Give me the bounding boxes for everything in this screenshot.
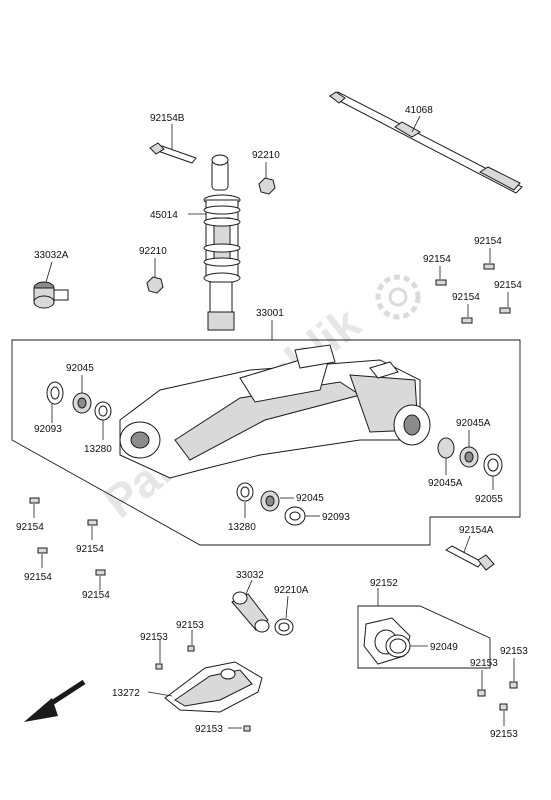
label-92210-mid: 92210 — [139, 246, 167, 257]
label-13272: 13272 — [112, 688, 140, 699]
leader-92154A — [463, 535, 471, 553]
swingarm — [119, 344, 431, 479]
axle-shaft — [328, 91, 523, 194]
bushing-33032A — [33, 281, 69, 309]
label-92045A-top: 92045A — [456, 418, 491, 429]
leader-41068 — [411, 115, 421, 133]
label-92154-l1: 92154 — [16, 522, 44, 533]
leader-33032 — [245, 579, 253, 595]
label-92045-left: 92045 — [66, 363, 94, 374]
bearing-92045A-right1 — [437, 437, 455, 459]
label-45014: 45014 — [150, 210, 178, 221]
label-92055: 92055 — [475, 494, 503, 505]
shock-absorber — [203, 154, 241, 331]
label-92154B: 92154B — [150, 113, 185, 124]
label-13280-left: 13280 — [84, 444, 112, 455]
label-92153-c: 92153 — [195, 724, 223, 735]
label-92210-top: 92210 — [252, 150, 280, 161]
label-92153-d: 92153 — [470, 658, 498, 669]
label-92153-b: 92153 — [176, 620, 204, 631]
gasket-92049 — [385, 634, 411, 658]
label-92154A: 92154A — [459, 525, 494, 536]
label-92154-l3: 92154 — [24, 572, 52, 583]
collar-13280-lower — [236, 482, 254, 502]
bearing-92045-lower — [260, 490, 280, 512]
label-92210A: 92210A — [274, 585, 309, 596]
label-92154-r2: 92154 — [474, 236, 502, 247]
seal-92093-left — [46, 381, 64, 405]
bolt-92154-r2 — [483, 263, 495, 270]
label-92049: 92049 — [430, 642, 458, 653]
nut-92210-top — [258, 177, 276, 195]
label-92045-lower: 92045 — [296, 493, 324, 504]
leader-33032A — [45, 261, 53, 283]
nut-92210-mid — [146, 276, 164, 294]
guard-13272 — [164, 661, 263, 713]
label-13280-lower: 13280 — [228, 522, 256, 533]
label-92093-lower: 92093 — [322, 512, 350, 523]
bolt-92154-l2 — [87, 519, 98, 526]
label-92154-r4: 92154 — [494, 280, 522, 291]
cover-group-frame — [357, 605, 491, 669]
label-92154-r3: 92154 — [452, 292, 480, 303]
swingarm-group-frame — [11, 339, 521, 546]
label-92153-f: 92153 — [490, 729, 518, 740]
bolt-92154-l3 — [37, 547, 48, 554]
watermark-gear-icon — [375, 274, 421, 320]
screw-92153-e — [509, 681, 518, 689]
label-41068: 41068 — [405, 105, 433, 116]
seal-92055-right — [483, 453, 503, 477]
boot-33032 — [231, 591, 270, 633]
bolt-92154A — [445, 545, 495, 571]
label-92093-left: 92093 — [34, 424, 62, 435]
label-92153-e: 92153 — [500, 646, 528, 657]
bolt-92154-r4 — [499, 307, 511, 314]
label-33001: 33001 — [256, 308, 284, 319]
bearing-92045A-right2 — [459, 446, 479, 468]
screw-92153-f — [499, 703, 508, 711]
label-92154-r1: 92154 — [423, 254, 451, 265]
leader-13272 — [147, 691, 173, 697]
bolt-92154-l4 — [95, 569, 106, 576]
front-direction-arrow-icon — [24, 679, 86, 722]
label-92154-l4: 92154 — [82, 590, 110, 601]
label-33032: 33032 — [236, 570, 264, 581]
label-92154-l2: 92154 — [76, 544, 104, 555]
bearing-92045-left — [72, 392, 92, 414]
seal-92093-lower — [284, 506, 306, 526]
clamp-92210A — [274, 618, 294, 636]
bolt-92154-r1 — [435, 279, 447, 286]
label-92153-a: 92153 — [140, 632, 168, 643]
bolt-92154-l1 — [29, 497, 40, 504]
screw-92153-c — [243, 725, 251, 732]
label-92152: 92152 — [370, 578, 398, 589]
bolt-92154B — [149, 142, 197, 164]
screw-92153-d — [477, 689, 486, 697]
collar-13280-left — [94, 401, 112, 421]
screw-92153-b — [187, 645, 195, 652]
screw-92153-a — [155, 663, 163, 670]
bolt-92154-r3 — [461, 317, 473, 324]
leader-92210A — [285, 595, 289, 619]
label-92045A-bottom: 92045A — [428, 478, 463, 489]
label-33032A: 33032A — [34, 250, 69, 261]
